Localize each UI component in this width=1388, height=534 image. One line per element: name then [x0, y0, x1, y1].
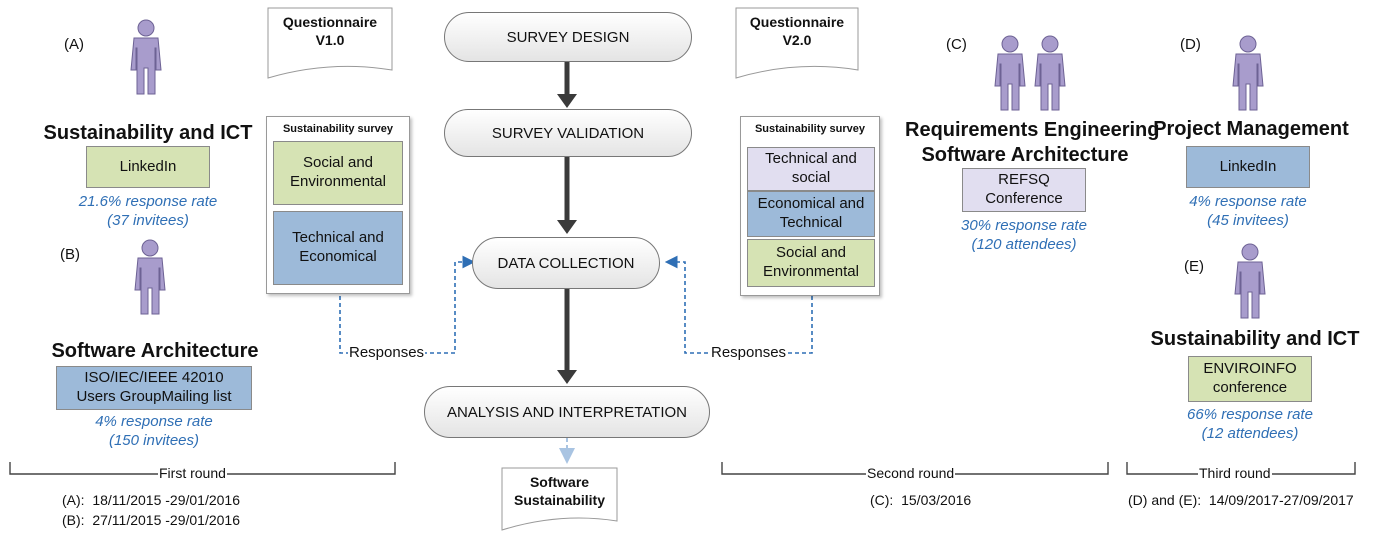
group-c-letter: (C) [946, 36, 967, 53]
questionnaire-v1-label-line1: Questionnaire [282, 14, 378, 30]
group-a-channel: LinkedIn [86, 146, 210, 188]
second-round-label: Second round [866, 465, 956, 481]
step-analysis-interpretation: ANALYSIS AND INTERPRETATION [424, 386, 710, 438]
group-b-count: (150 invitees) [108, 431, 200, 449]
person-icon [1034, 35, 1066, 111]
person-icon [1234, 243, 1266, 319]
group-e-channel: ENVIROINFO conference [1188, 356, 1312, 402]
survey-v2-section: Technical and social [747, 147, 875, 191]
responses-label-v1: Responses [348, 344, 426, 361]
person-icon [130, 19, 162, 95]
survey-v1-section: Technical and Economical [273, 211, 403, 285]
group-c-heading-line1: Requirements Engineering [905, 119, 1160, 141]
group-c-heading: Requirements Engineering Software Archit… [905, 118, 1160, 168]
document-shape [501, 467, 618, 531]
group-e-rate: 66% response rate (12 attendees) [1152, 406, 1348, 444]
group-d-count: (45 invitees) [1207, 211, 1289, 229]
step-survey-design: SURVEY DESIGN [444, 12, 692, 62]
third-round-date-de: (D) and (E): 14/09/2017-27/09/2017 [1128, 492, 1354, 508]
person-icon [1232, 35, 1264, 111]
group-c-channel: REFSQ Conference [962, 168, 1086, 212]
group-c-heading-line2: Software Architecture [921, 144, 1129, 166]
step-survey-validation: SURVEY VALIDATION [444, 109, 692, 157]
group-d-channel: LinkedIn [1186, 146, 1310, 188]
group-c-rate-text: 30% response rate [961, 217, 1087, 234]
group-c-count: (120 attendees) [971, 235, 1077, 253]
group-a-rate-text: 21.6% response rate [78, 193, 218, 210]
first-round-date-a: (A): 18/11/2015 -29/01/2016 [62, 492, 240, 508]
survey-v2-section: Economical and Technical [747, 191, 875, 237]
group-a-letter: (A) [64, 36, 84, 53]
group-b-rate: 4% response rate (150 invitees) [56, 413, 252, 451]
group-b-heading: Software Architecture [51, 340, 259, 362]
group-a-heading: Sustainability and ICT [43, 122, 253, 144]
survey-v2-panel: Sustainability survey Technical and soci… [740, 116, 880, 296]
group-e-rate-text: 66% response rate [1187, 406, 1313, 423]
group-b-rate-text: 4% response rate [95, 413, 213, 430]
output-software-sustainability: Software Sustainability [502, 474, 617, 509]
output-line1: Software [529, 474, 590, 490]
first-round-date-b: (B): 27/11/2015 -29/01/2016 [62, 512, 240, 528]
group-d-heading: Project Management [1153, 118, 1349, 140]
second-round-date-c: (C): 15/03/2016 [870, 492, 972, 508]
person-icon [134, 239, 166, 315]
document-shape [267, 7, 393, 79]
group-a-count: (37 invitees) [107, 211, 189, 229]
responses-label-v2: Responses [710, 344, 788, 361]
group-c-rate: 30% response rate (120 attendees) [926, 217, 1122, 255]
survey-v1-title: Sustainability survey [282, 123, 394, 135]
group-e-heading: Sustainability and ICT [1150, 328, 1360, 350]
survey-v1-panel: Sustainability survey Social and Environ… [266, 116, 410, 294]
group-b-channel: ISO/IEC/IEEE 42010 Users GroupMailing li… [56, 366, 252, 410]
document-shape [735, 7, 859, 79]
questionnaire-v2-label-line2: V2.0 [782, 31, 812, 48]
person-icon [994, 35, 1026, 111]
questionnaire-v2-label-line1: Questionnaire [749, 14, 845, 30]
step-data-collection: DATA COLLECTION [472, 237, 660, 289]
survey-v1-section: Social and Environmental [273, 141, 403, 205]
questionnaire-v1-label-line2: V1.0 [315, 31, 345, 48]
group-b-letter: (B) [60, 246, 80, 263]
group-e-letter: (E) [1184, 258, 1204, 275]
group-d-letter: (D) [1180, 36, 1201, 53]
survey-v2-section: Social and Environmental [747, 239, 875, 287]
questionnaire-v1-label: Questionnaire V1.0 [268, 14, 392, 49]
group-d-rate-text: 4% response rate [1189, 193, 1307, 210]
group-e-count: (12 attendees) [1201, 424, 1299, 442]
third-round-label: Third round [1198, 465, 1272, 481]
questionnaire-v2-label: Questionnaire V2.0 [736, 14, 858, 49]
group-a-rate: 21.6% response rate (37 invitees) [50, 193, 246, 231]
output-line2: Sustainability [513, 491, 606, 508]
survey-v2-title: Sustainability survey [754, 123, 866, 135]
group-d-rate: 4% response rate (45 invitees) [1150, 193, 1346, 231]
first-round-label: First round [158, 465, 227, 481]
